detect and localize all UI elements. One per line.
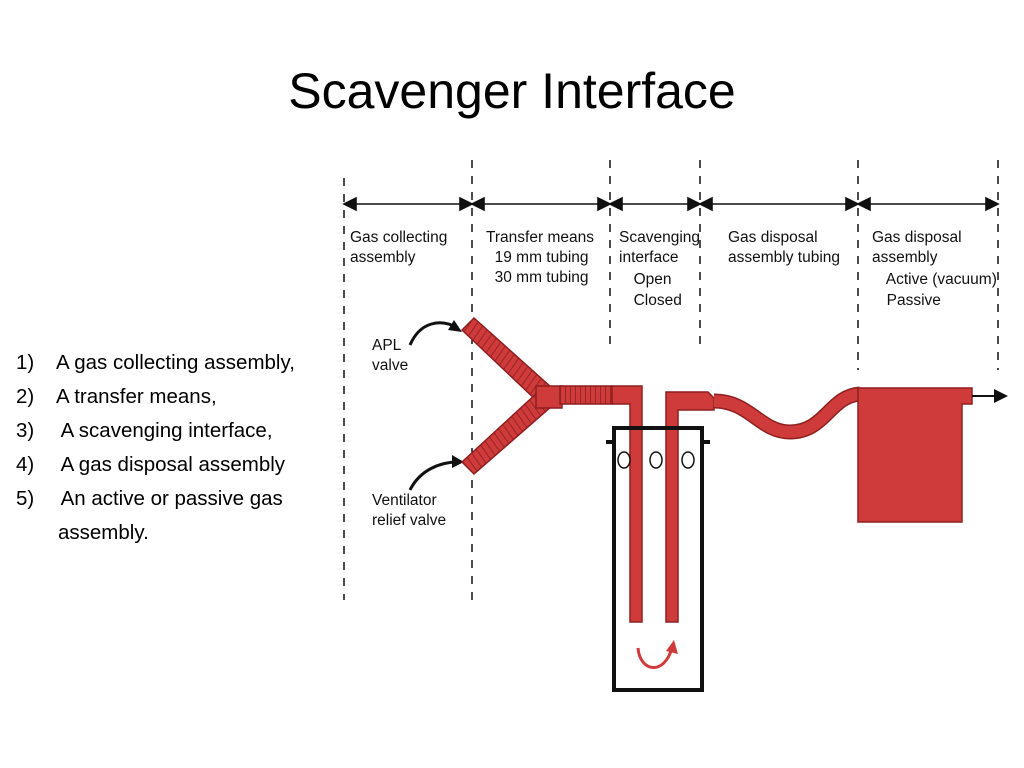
section-label: Active (vacuum): [878, 271, 997, 288]
section-label: 30 mm tubing: [486, 269, 589, 286]
ventilator-relief-valve-label: Ventilator: [372, 492, 437, 509]
arrowhead-icon: [666, 640, 678, 654]
list-number: 3): [16, 419, 35, 442]
list-text: A gas collecting assembly,: [56, 351, 295, 374]
section-label: 19 mm tubing: [486, 249, 589, 266]
list-item: 2) A transfer means,: [16, 380, 346, 414]
section-label: Gas disposal: [872, 229, 962, 246]
component-list: 1) A gas collecting assembly, 2) A trans…: [16, 346, 346, 550]
section-label: assembly: [350, 249, 416, 266]
list-number: 4): [16, 453, 35, 476]
arrowhead-icon: [452, 455, 464, 468]
arrowhead-icon: [459, 196, 474, 212]
list-item: 3) A scavenging interface,: [16, 414, 346, 448]
list-text-continuation: assembly.: [58, 521, 149, 544]
section-labels: Gas collecting assembly Transfer means 1…: [350, 229, 997, 309]
list-number: 2): [16, 385, 35, 408]
arrowhead-icon: [448, 320, 462, 332]
list-text: A gas disposal assembly: [56, 453, 286, 476]
section-label: Passive: [878, 292, 941, 309]
section-label: Transfer means: [486, 229, 594, 246]
list-text: A transfer means,: [56, 385, 217, 408]
section-label: Gas collecting: [350, 229, 447, 246]
arrowhead-icon: [698, 196, 713, 212]
section-arrows: [342, 196, 1000, 212]
arrowhead-icon: [608, 196, 623, 212]
section-label: Gas disposal: [728, 229, 818, 246]
section-label: Open: [625, 271, 672, 288]
relief-port-icons: [617, 451, 695, 469]
section-dividers: [343, 160, 999, 600]
arrowhead-icon: [845, 196, 860, 212]
slide-title: Scavenger Interface: [288, 63, 736, 119]
section-label: Scavenging: [619, 229, 700, 246]
ventilator-pointer-arrow: [408, 460, 459, 491]
list-item: 5) An active or passive gas: [16, 482, 346, 516]
section-label: assembly tubing: [728, 249, 840, 266]
section-label: assembly: [872, 249, 938, 266]
transfer-tubing: [611, 385, 715, 623]
arrowhead-icon: [856, 196, 871, 212]
ventilator-relief-valve-label: relief valve: [372, 512, 446, 529]
apl-valve-label: valve: [372, 357, 408, 374]
section-label: interface: [619, 249, 678, 266]
apl-valve-label: APL: [372, 337, 402, 354]
arrowhead-icon: [985, 196, 1000, 212]
list-item: 4) A gas disposal assembly: [16, 448, 346, 482]
list-text: A scavenging interface,: [56, 419, 273, 442]
list-item: 1) A gas collecting assembly,: [16, 346, 346, 380]
section-label: Closed: [625, 292, 682, 309]
scavenging-interface-box: [606, 426, 710, 692]
list-number: 1): [16, 351, 35, 374]
arrowhead-icon: [687, 196, 702, 212]
list-number: 5): [16, 487, 35, 510]
arrowhead-icon: [342, 196, 357, 212]
disposal-reservoir: [857, 387, 973, 523]
corrugated-y-piece: [460, 316, 613, 476]
arrowhead-icon: [994, 389, 1008, 403]
list-text: An active or passive gas: [56, 487, 283, 510]
flow-circulation-icon: [636, 647, 674, 669]
arrowhead-icon: [597, 196, 612, 212]
arrowhead-icon: [470, 196, 485, 212]
